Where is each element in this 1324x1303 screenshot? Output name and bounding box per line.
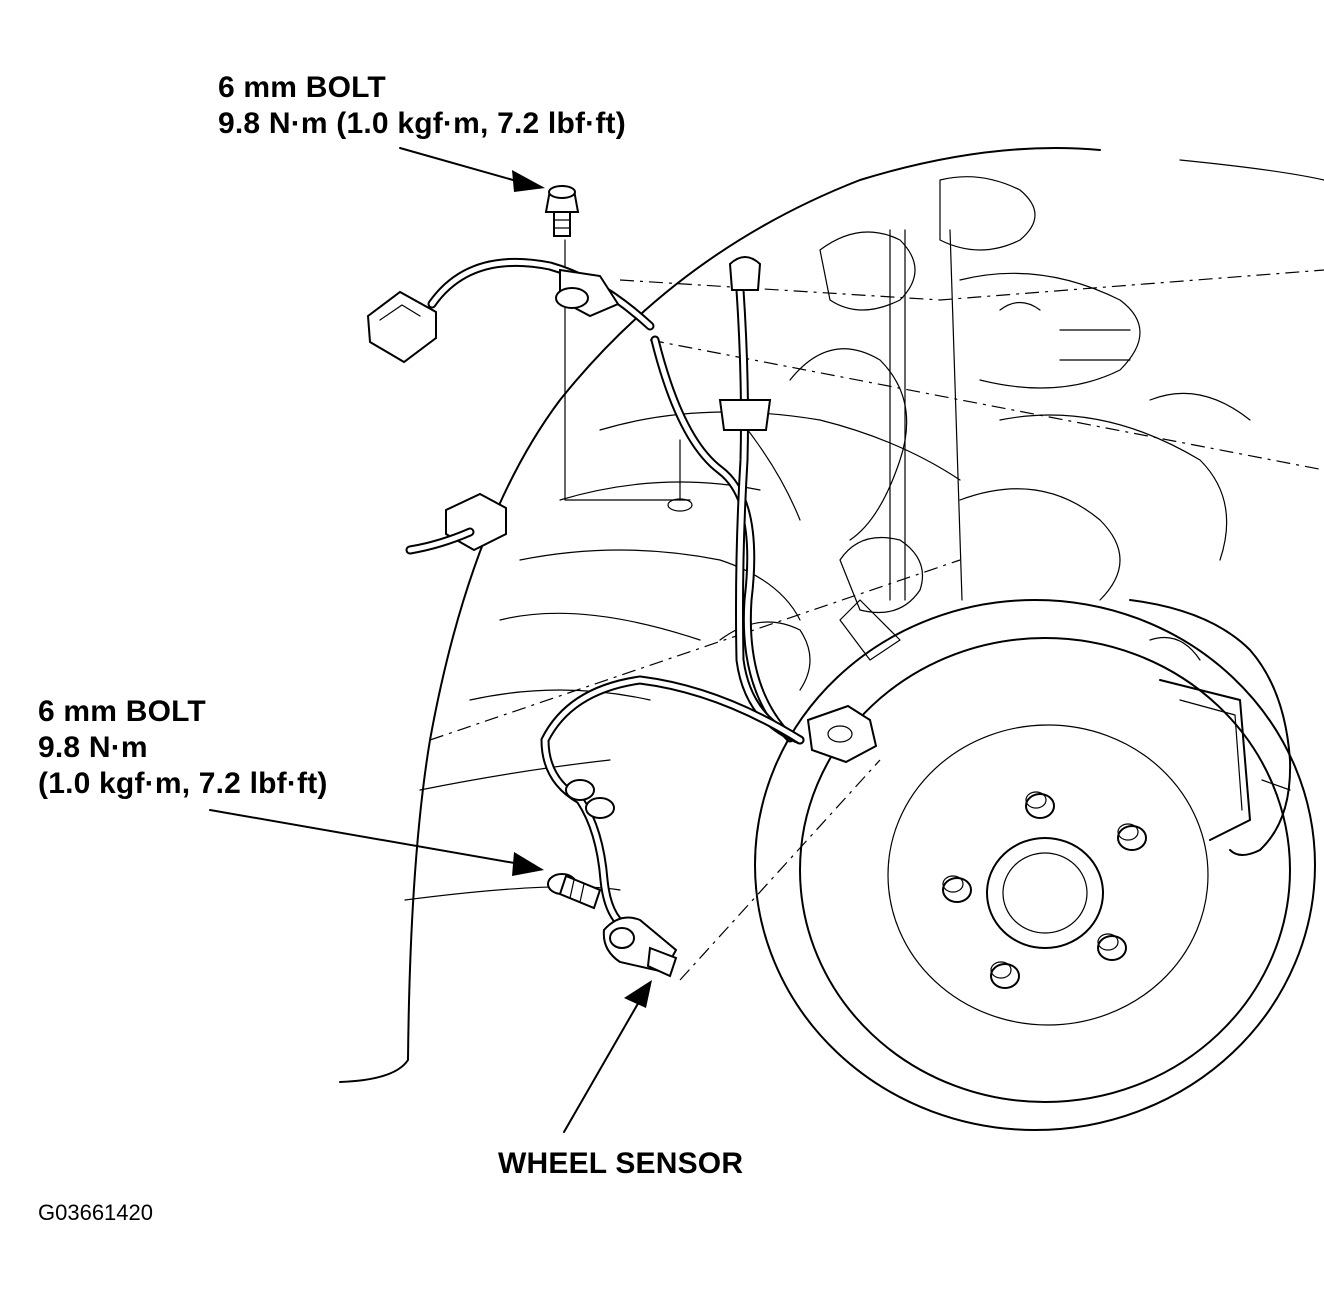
upper-bolt	[544, 185, 580, 237]
figure-id: G03661420	[38, 1200, 153, 1225]
stud-4	[1097, 933, 1127, 961]
lower-bolt-callout: 6 mm BOLT 9.8 N·m (1.0 kgf·m, 7.2 lbf·ft…	[38, 694, 328, 802]
fender-outline	[339, 147, 1324, 1083]
upper-bolt-size-label: 6 mm BOLT	[218, 71, 386, 104]
brake-caliper	[1129, 599, 1292, 856]
brake-hose	[718, 256, 805, 745]
upper-bolt-torque-label: 9.8 N·m (1.0 kgf·m, 7.2 lbf·ft)	[218, 107, 626, 140]
stud-1	[1025, 791, 1055, 819]
brake-disc	[754, 599, 1316, 1131]
wheel-sensor-body	[602, 916, 678, 978]
lower-bolt-arrow	[209, 809, 544, 876]
wheel-sensor-label: WHEEL SENSOR	[498, 1147, 744, 1180]
stud-5	[990, 961, 1020, 989]
wheel-studs	[942, 791, 1147, 989]
lower-bolt-torque-alt-label: (1.0 kgf·m, 7.2 lbf·ft)	[38, 767, 328, 800]
lower-connector	[405, 492, 507, 555]
lower-bolt-size-label: 6 mm BOLT	[38, 695, 206, 728]
stud-3	[942, 875, 972, 903]
hose-bracket	[806, 704, 878, 764]
suspension-background	[429, 176, 1324, 981]
sensor-wire	[540, 675, 805, 935]
lower-bolt	[547, 873, 602, 910]
lower-bolt-torque-label: 9.8 N·m	[38, 731, 148, 764]
stud-2	[1117, 823, 1147, 851]
upper-bolt-callout: 6 mm BOLT 9.8 N·m (1.0 kgf·m, 7.2 lbf·ft…	[218, 70, 626, 142]
wheel-sensor-callout: WHEEL SENSOR	[498, 1146, 743, 1182]
leader-arrows	[209, 147, 652, 1133]
upper-connector-harness	[366, 257, 795, 743]
upper-bolt-arrow	[399, 147, 545, 192]
sensor-arrow	[563, 980, 652, 1133]
